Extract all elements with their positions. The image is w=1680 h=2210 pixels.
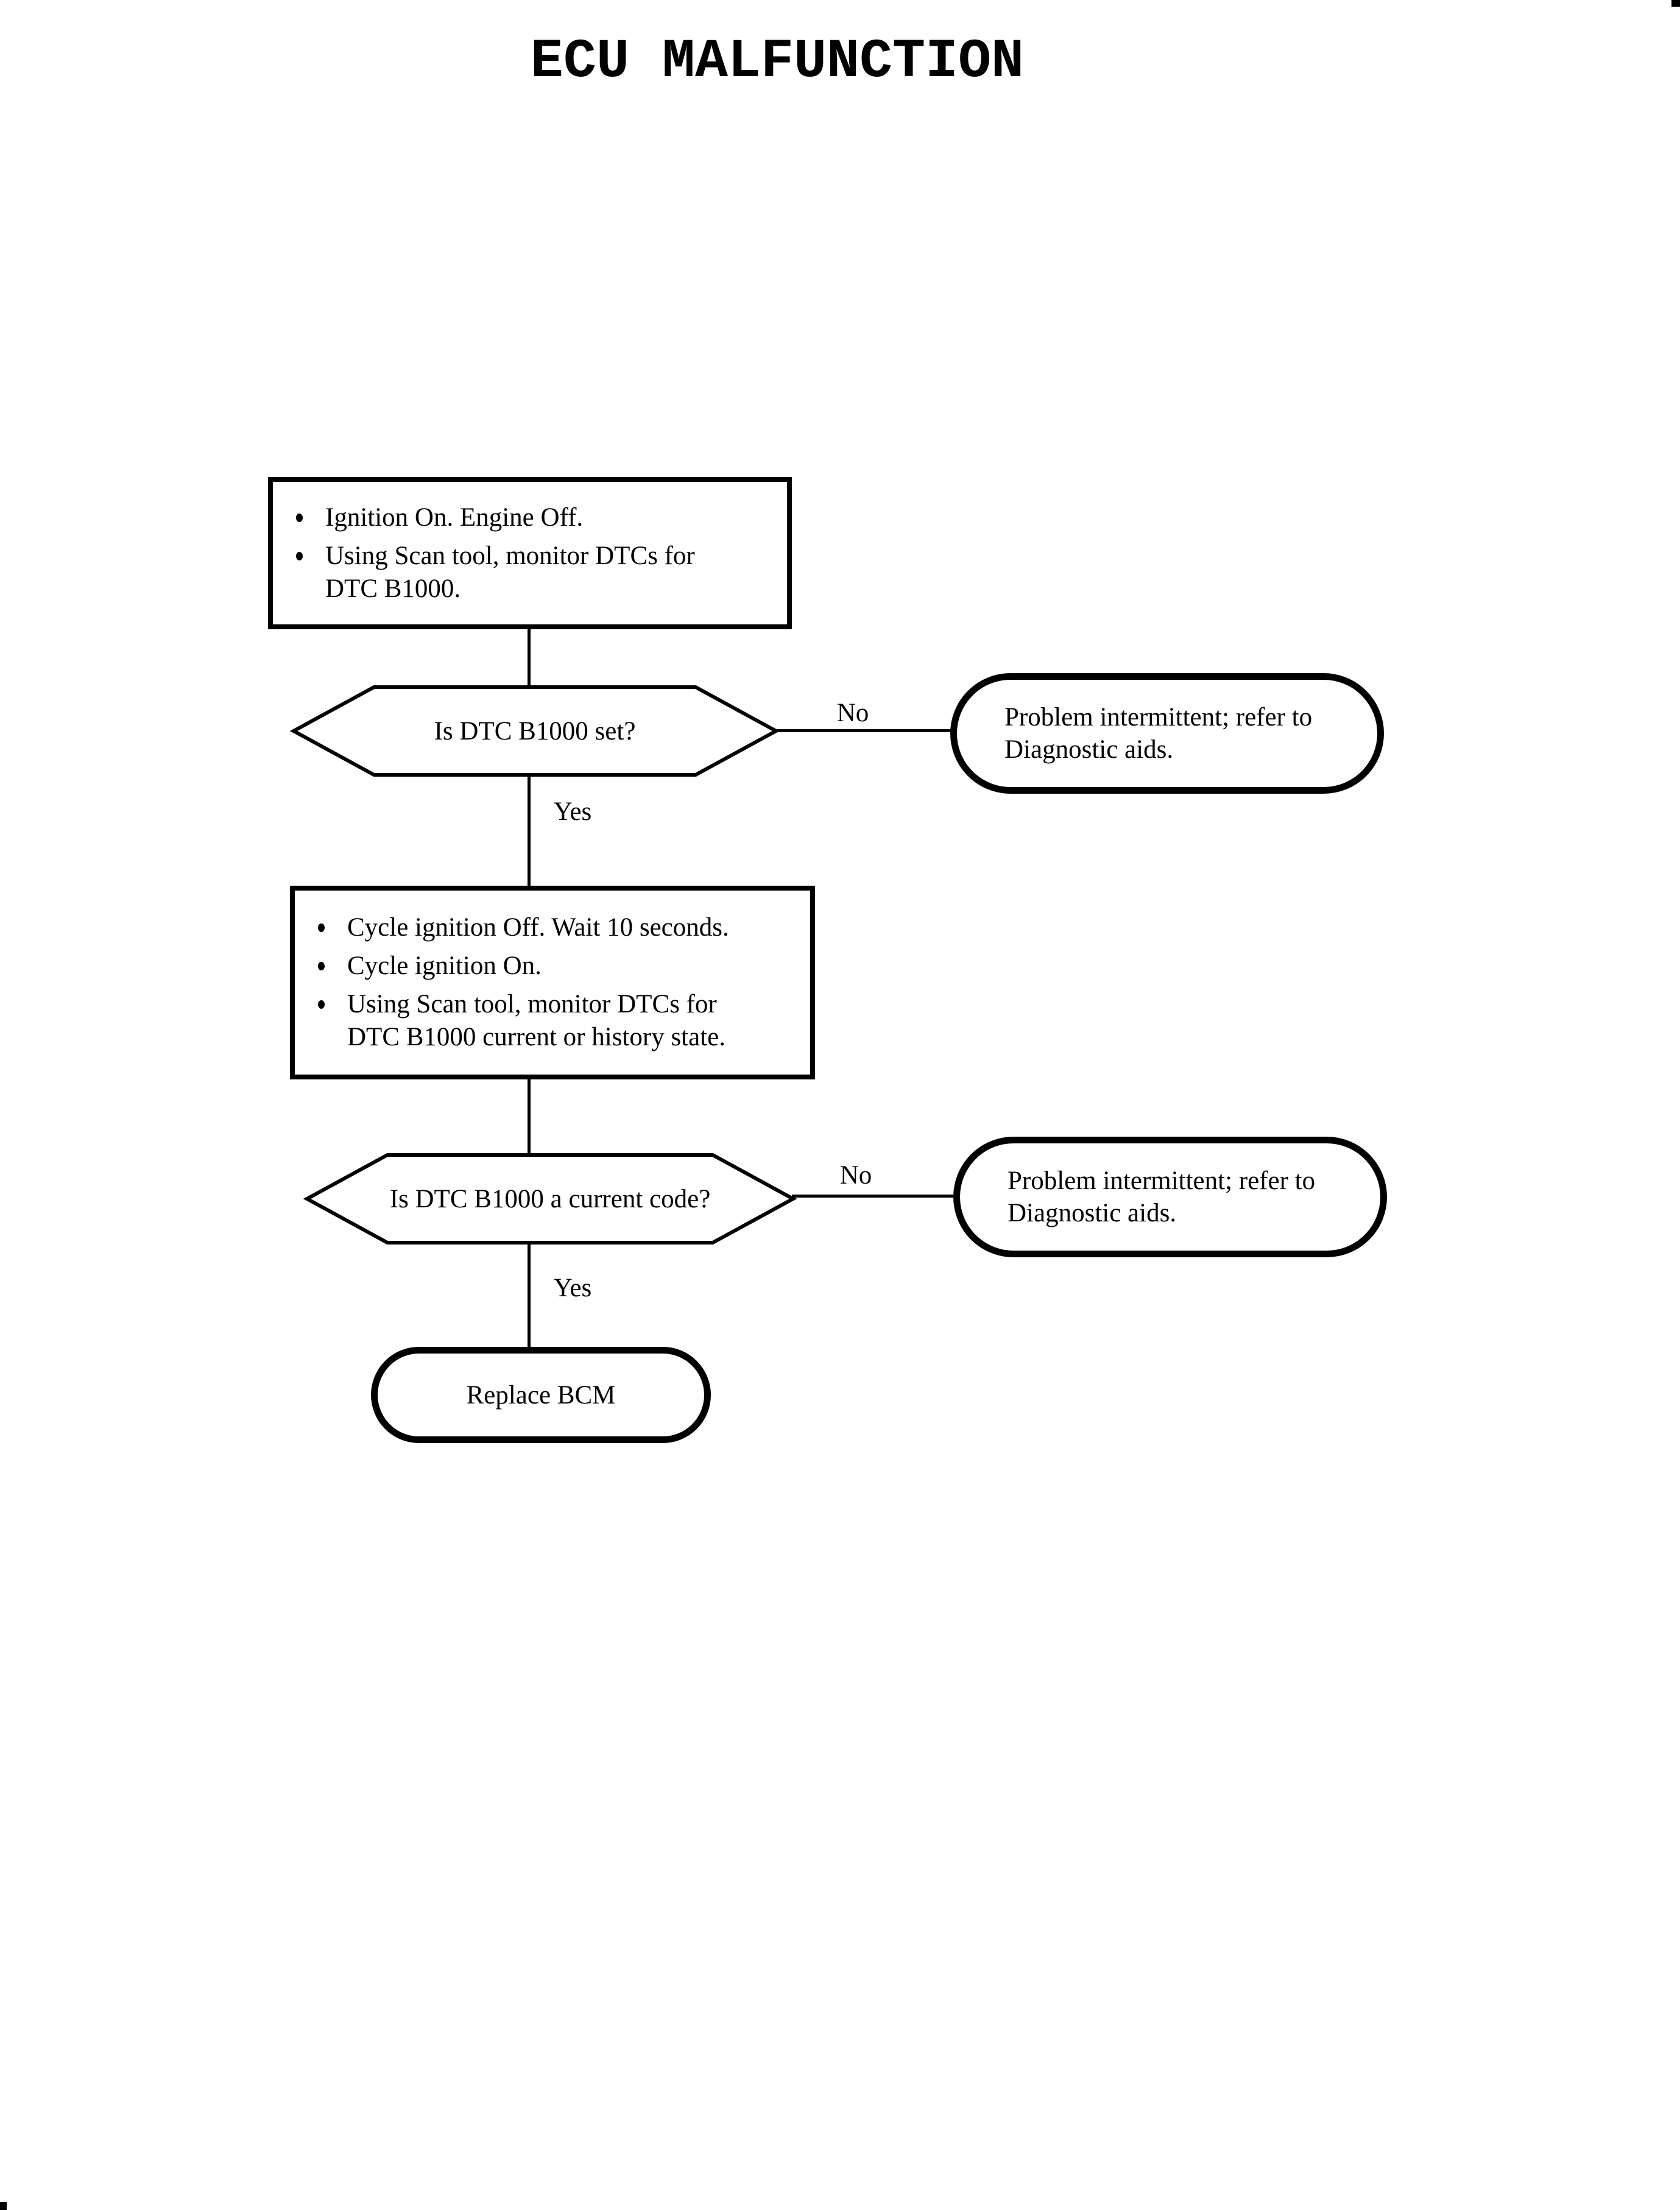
hexagon-outline — [303, 1153, 797, 1244]
terminal-label: Replace BCM — [466, 1380, 616, 1410]
yes-label-2: Yes — [553, 1274, 592, 1302]
yes-label-1: Yes — [553, 797, 592, 826]
connector-decision1-yes — [528, 775, 531, 886]
hexagon-shape — [303, 1153, 797, 1244]
decision-1-question: Is DTC B1000 set? — [434, 716, 636, 746]
decision-2: Is DTC B1000 a current code? — [303, 1153, 797, 1245]
terminal-replace-bcm: Replace BCM — [371, 1347, 711, 1443]
bullet-item: Ignition On. Engine Off. — [285, 501, 739, 534]
bullet-text: Using Scan tool, monitor DTCs for DTC B1… — [325, 541, 695, 603]
scan-artifact-top-right — [1671, 0, 1680, 7]
page-title: ECU MALFUNCTION — [530, 31, 1025, 93]
connector-decision2-no — [792, 1195, 953, 1198]
bullet-text: Ignition On. Engine Off. — [325, 503, 584, 532]
bullet-list: Ignition On. Engine Off. Using Scan tool… — [285, 496, 775, 611]
connector-step1-decision1 — [528, 629, 531, 685]
bullet-item: Cycle ignition Off. Wait 10 seconds. — [307, 911, 761, 944]
result-no-1: Problem intermittent; refer to Diagnosti… — [950, 673, 1384, 794]
bullet-item: Using Scan tool, monitor DTCs for DTC B1… — [285, 540, 739, 605]
bullet-text: Using Scan tool, monitor DTCs for DTC B1… — [347, 990, 726, 1051]
result-line: Problem intermittent; refer to — [1008, 1167, 1316, 1195]
result-line: Problem intermittent; refer to — [1004, 703, 1313, 732]
connector-step2-decision2 — [528, 1079, 531, 1154]
connector-decision2-yes — [528, 1244, 531, 1347]
bullet-item: Using Scan tool, monitor DTCs for DTC B1… — [307, 988, 761, 1054]
bullet-icon — [296, 513, 303, 522]
bullet-icon — [296, 551, 303, 560]
result-line: Diagnostic aids. — [1008, 1199, 1177, 1227]
bullet-list: Cycle ignition Off. Wait 10 seconds. Cyc… — [307, 906, 798, 1059]
connector-decision1-no — [776, 729, 956, 732]
result-no-2: Problem intermittent; refer to Diagnosti… — [953, 1137, 1387, 1257]
decision-1: Is DTC B1000 set? — [289, 685, 780, 777]
bullet-item: Cycle ignition On. — [307, 950, 761, 983]
bullet-text: Cycle ignition On. — [347, 951, 542, 980]
no-label-2: No — [839, 1161, 872, 1190]
result-line: Diagnostic aids. — [1004, 735, 1174, 764]
decision-2-question: Is DTC B1000 a current code? — [389, 1184, 711, 1213]
bullet-icon — [318, 1000, 325, 1009]
scan-artifact-bottom-left — [0, 2202, 7, 2210]
bullet-text: Cycle ignition Off. Wait 10 seconds. — [347, 913, 729, 942]
process-step-1: Ignition On. Engine Off. Using Scan tool… — [268, 477, 792, 629]
bullet-icon — [318, 962, 325, 970]
process-step-2: Cycle ignition Off. Wait 10 seconds. Cyc… — [290, 886, 815, 1079]
bullet-icon — [318, 923, 325, 932]
no-label-1: No — [836, 699, 869, 727]
